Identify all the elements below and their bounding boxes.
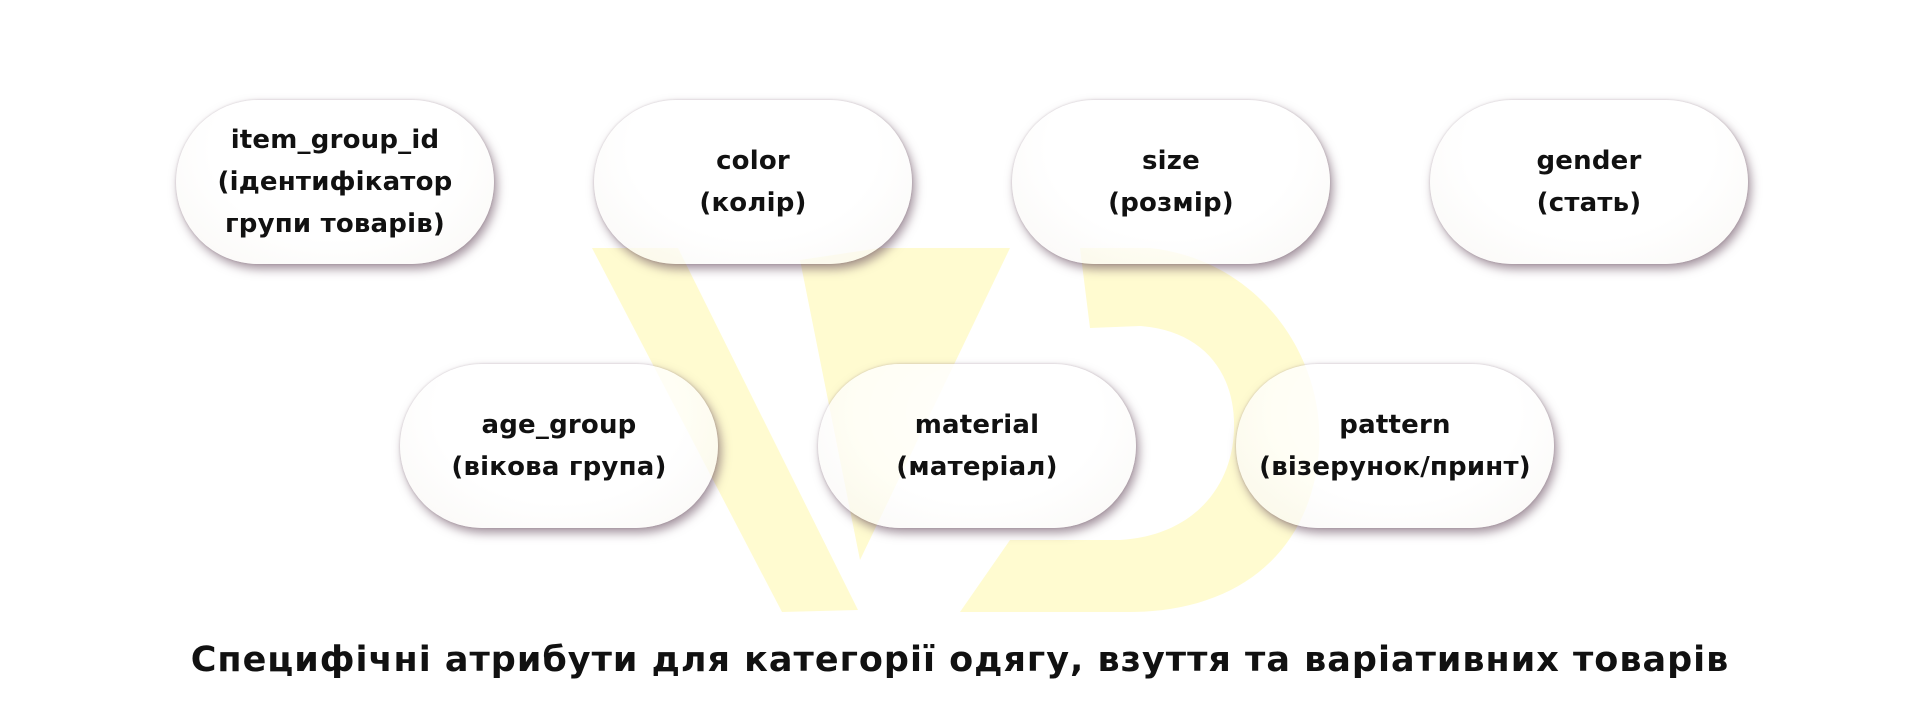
attribute-translation: (ідентифікатор bbox=[217, 167, 453, 197]
attribute-pill-gender: gender (стать) bbox=[1430, 100, 1748, 264]
attribute-name: material bbox=[914, 410, 1040, 440]
attribute-translation: (колір) bbox=[699, 188, 807, 218]
attribute-name: color bbox=[716, 146, 790, 176]
attribute-label: item_group_id (ідентифікатор групи товар… bbox=[218, 119, 453, 245]
attribute-pill-material: material (матеріал) bbox=[818, 364, 1136, 528]
attribute-label: gender (стать) bbox=[1536, 140, 1641, 224]
attribute-name: age_group bbox=[481, 410, 637, 440]
attribute-pill-size: size (розмір) bbox=[1012, 100, 1330, 264]
attribute-label: size (розмір) bbox=[1108, 140, 1234, 224]
attribute-translation-cont: групи товарів) bbox=[225, 209, 445, 239]
attribute-label: pattern (візерунок/принт) bbox=[1259, 404, 1531, 488]
attribute-translation: (розмір) bbox=[1108, 188, 1234, 218]
diagram-caption: Специфічні атрибути для категорії одягу,… bbox=[190, 640, 1730, 680]
attribute-pill-color: color (колір) bbox=[594, 100, 912, 264]
attribute-label: material (матеріал) bbox=[896, 404, 1057, 488]
attribute-pill-age-group: age_group (вікова група) bbox=[400, 364, 718, 528]
attribute-translation: (вікова група) bbox=[451, 452, 667, 482]
attribute-label: color (колір) bbox=[699, 140, 806, 224]
attribute-translation: (стать) bbox=[1536, 188, 1642, 218]
attribute-name: gender bbox=[1536, 146, 1642, 176]
attribute-name: size bbox=[1142, 146, 1200, 176]
attribute-translation: (візерунок/принт) bbox=[1259, 452, 1531, 482]
attribute-label: age_group (вікова група) bbox=[451, 404, 666, 488]
attribute-name: pattern bbox=[1339, 410, 1451, 440]
attribute-translation: (матеріал) bbox=[896, 452, 1058, 482]
attribute-pill-pattern: pattern (візерунок/принт) bbox=[1236, 364, 1554, 528]
attribute-pill-item-group-id: item_group_id (ідентифікатор групи товар… bbox=[176, 100, 494, 264]
attribute-name: item_group_id bbox=[230, 125, 440, 155]
